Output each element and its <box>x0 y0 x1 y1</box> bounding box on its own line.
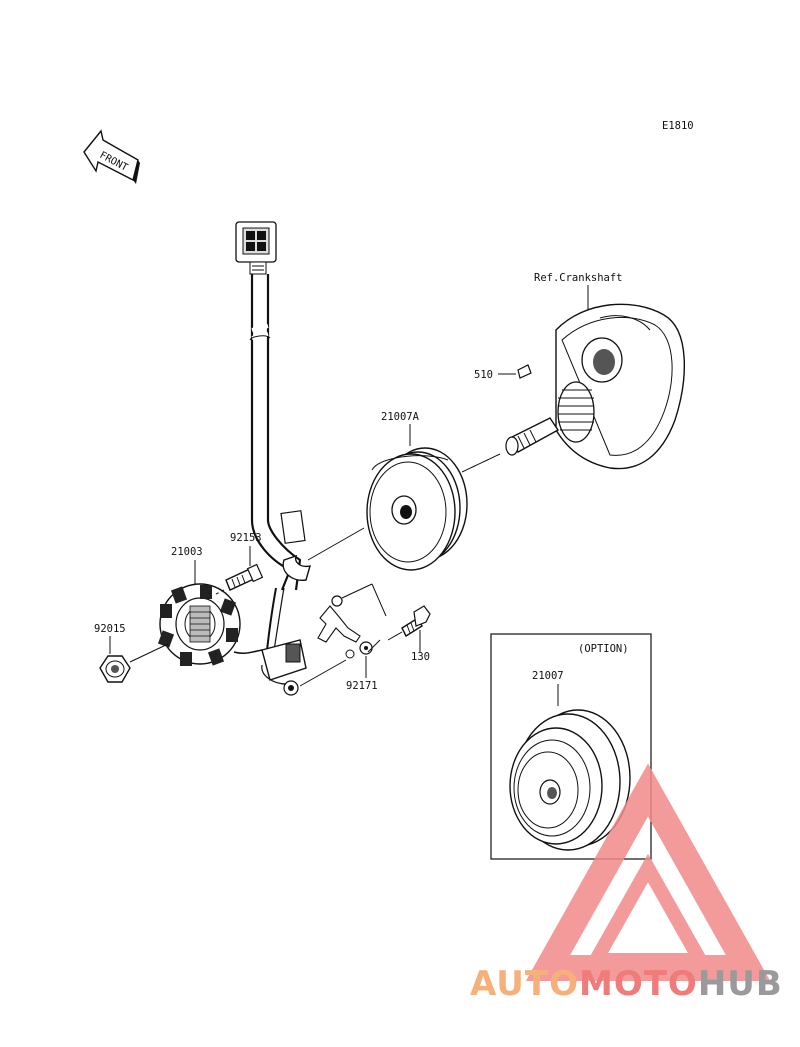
crankshaft <box>505 303 685 470</box>
part-label-510: 510 <box>474 369 493 381</box>
part-label-92015: 92015 <box>94 623 126 635</box>
option-box <box>490 633 652 860</box>
watermark-moto: MOTO <box>579 964 698 1004</box>
watermark-auto: AUTO <box>470 964 579 1004</box>
part-label-130: 130 <box>411 651 430 663</box>
watermark-text: AUTOMOTOHUB <box>470 964 783 1004</box>
diagram-code: E1810 <box>662 120 694 132</box>
watermark-logo <box>525 763 771 981</box>
ref-crankshaft-label: Ref.Crankshaft <box>534 272 623 284</box>
watermark-hub: HUB <box>698 964 783 1004</box>
bolt-92153 <box>225 563 264 591</box>
option-label: (OPTION) <box>578 643 629 655</box>
clamp-bracket <box>317 595 373 659</box>
bolt-130 <box>401 605 431 638</box>
rotor-21007a <box>366 447 468 571</box>
rotor-21007 <box>509 709 631 851</box>
part-label-92153: 92153 <box>230 532 262 544</box>
front-arrow-icon: FRONT <box>83 129 140 184</box>
woodruff-key <box>517 364 532 379</box>
part-label-21007: 21007 <box>532 670 564 682</box>
nut-92015 <box>99 655 131 683</box>
stator-21003 <box>157 583 263 666</box>
part-label-21003: 21003 <box>171 546 203 558</box>
wiring-harness <box>235 221 311 696</box>
part-label-21007a: 21007A <box>381 411 420 423</box>
part-label-92171: 92171 <box>346 680 378 692</box>
